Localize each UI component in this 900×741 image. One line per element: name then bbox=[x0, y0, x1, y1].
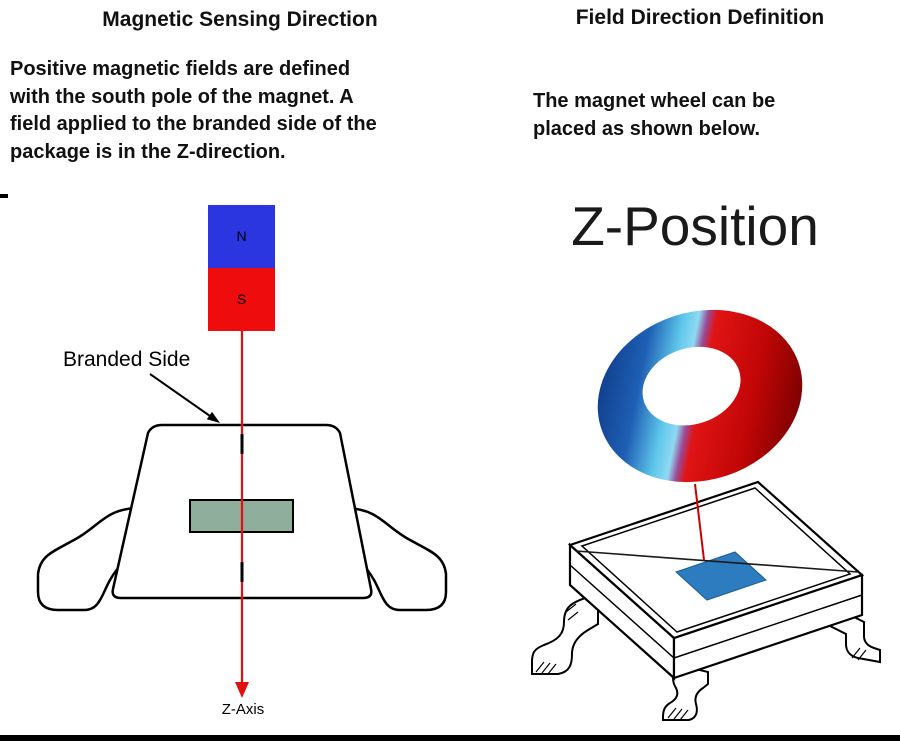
package-3d bbox=[531, 480, 881, 721]
text-line: with the south pole of the magnet. A bbox=[10, 85, 354, 108]
right-description: The magnet wheel can be placed as shown … bbox=[533, 88, 775, 143]
text-line: field applied to the branded side of the bbox=[10, 113, 377, 135]
magnet-ring-hole bbox=[642, 346, 741, 426]
magnet-north-label: N bbox=[236, 228, 246, 244]
seam-line bbox=[569, 564, 863, 659]
sensing-direction-diagram: N S Branded Side Z-Axis bbox=[36, 205, 448, 718]
package-lead-left bbox=[36, 506, 142, 612]
text-line: The magnet wheel can be bbox=[533, 90, 776, 112]
stray-mark bbox=[0, 194, 8, 198]
branded-side-arrow-head bbox=[206, 411, 220, 423]
branded-side-label: Branded Side bbox=[63, 348, 190, 371]
z-axis-label: Z-Axis bbox=[222, 701, 265, 718]
left-title: Magnetic Sensing Direction bbox=[102, 8, 378, 31]
down-arrow-head bbox=[235, 682, 249, 698]
magnet-ring bbox=[597, 309, 803, 483]
text-line: Positive magnetic fields are defined bbox=[10, 58, 351, 80]
branded-side-arrow-line bbox=[149, 373, 211, 417]
magnet-south-label: S bbox=[237, 291, 246, 307]
field-direction-diagram bbox=[531, 309, 881, 721]
magnet-north-pole bbox=[208, 205, 275, 268]
lead-left-3d bbox=[531, 594, 599, 675]
z-position-heading: Z-Position bbox=[571, 195, 819, 257]
field-line bbox=[694, 483, 705, 561]
slide-bottom-border bbox=[0, 735, 900, 741]
right-title: Field Direction Definition bbox=[575, 6, 825, 29]
text-line: placed as shown below. bbox=[533, 117, 761, 140]
text-line: package is in the Z-direction. bbox=[10, 140, 286, 163]
package-lead-right bbox=[342, 506, 448, 612]
left-description: Positive magnetic fields are defined wit… bbox=[10, 56, 377, 166]
hatch-marks bbox=[535, 603, 867, 721]
magnet-south-pole bbox=[208, 268, 275, 331]
top-face-diagonal-line bbox=[575, 550, 859, 573]
